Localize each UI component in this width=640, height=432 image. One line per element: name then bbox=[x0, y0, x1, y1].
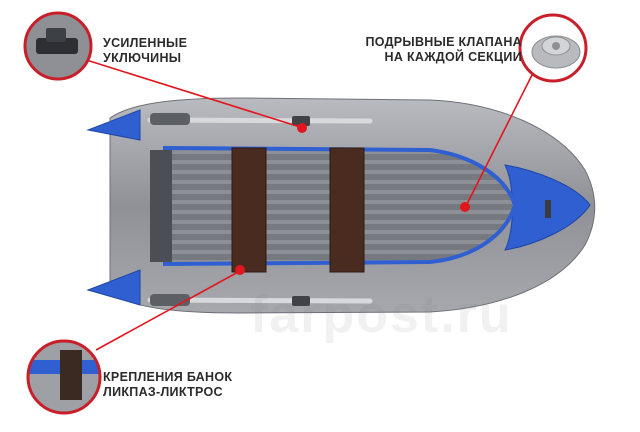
marker-oarlock bbox=[297, 123, 307, 133]
callout-label-valves: ПОДРЫВНЫЕ КЛАПАНА НА КАЖДОЙ СЕКЦИИ bbox=[365, 35, 522, 65]
connector-oarlocks bbox=[79, 57, 301, 128]
connector-valves bbox=[465, 74, 533, 207]
oar-blade-top bbox=[150, 113, 190, 125]
callout-valve-zoom bbox=[518, 13, 588, 83]
bow-handle bbox=[545, 200, 551, 218]
callout-oarlock-zoom bbox=[23, 11, 93, 81]
oar-blade-bottom bbox=[150, 294, 190, 306]
callout-label-mounts: КРЕПЛЕНИЯ БАНОК ЛИКПАЗ-ЛИКТРОС bbox=[103, 370, 232, 400]
watermark: farpost.ru bbox=[250, 286, 513, 344]
callout-oarlocks-line1: УСИЛЕННЫЕ bbox=[103, 36, 188, 50]
tube-end-bottom bbox=[86, 269, 141, 306]
callout-mount-zoom bbox=[26, 339, 102, 415]
oarlock-bottom bbox=[292, 296, 310, 306]
callout-oarlocks-line2: УКЛЮЧИНЫ bbox=[103, 51, 182, 65]
connector-mounts bbox=[95, 270, 241, 351]
marker-valve bbox=[460, 202, 470, 212]
oarlock-top bbox=[292, 116, 310, 126]
transom bbox=[150, 150, 172, 262]
seat-front bbox=[329, 147, 365, 273]
callout-mounts-line1: КРЕПЛЕНИЯ БАНОК bbox=[103, 370, 233, 384]
tube-end-top bbox=[86, 109, 141, 141]
callout-valves-line2: НА КАЖДОЙ СЕКЦИИ bbox=[384, 50, 522, 64]
callout-valves-line1: ПОДРЫВНЫЕ КЛАПАНА bbox=[365, 35, 522, 49]
callout-mounts-line2: ЛИКПАЗ-ЛИКТРОС bbox=[103, 385, 223, 399]
seat-rear bbox=[231, 147, 267, 273]
callout-label-oarlocks: УСИЛЕННЫЕ УКЛЮЧИНЫ bbox=[103, 36, 187, 66]
